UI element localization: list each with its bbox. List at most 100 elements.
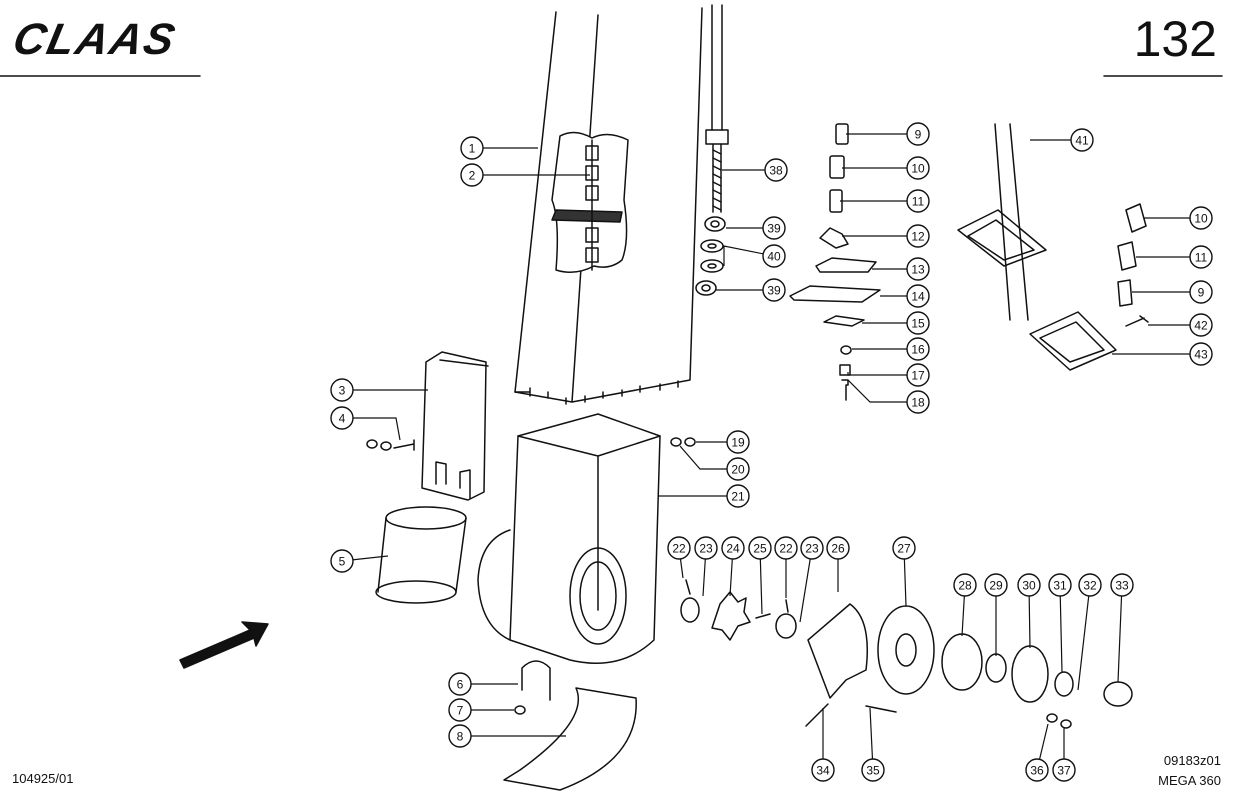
callout-number: 10 [911, 162, 925, 176]
nut-16 [840, 345, 852, 355]
callout-circle [1017, 573, 1041, 597]
callout-circle [1189, 206, 1213, 230]
callout-number: 39 [767, 222, 781, 236]
callout-31: 31 [1048, 573, 1072, 673]
bearing-23-b [775, 613, 797, 639]
callout-number: 37 [1057, 764, 1071, 778]
callout-3: 3 [330, 378, 428, 402]
callout-number: 19 [731, 436, 745, 450]
bearing-29 [985, 653, 1007, 683]
callout-number: 16 [911, 343, 925, 357]
callout-circle [726, 484, 750, 508]
callout-number: 12 [911, 230, 925, 244]
callout-25: 25 [748, 536, 772, 615]
callout-number: 22 [672, 542, 686, 556]
callout-number: 18 [911, 396, 925, 410]
callout-6: 6 [448, 672, 518, 696]
callout-28: 28 [953, 573, 977, 637]
chain-assembly-41 [957, 123, 1117, 371]
callout-number: 3 [339, 384, 346, 398]
callout-9: 9 [1132, 280, 1213, 304]
callout-leader-line [342, 417, 401, 441]
flange-30 [1011, 645, 1049, 703]
callout-number: 28 [958, 579, 972, 593]
callout-number: 21 [731, 490, 745, 504]
callout-number: 26 [831, 542, 845, 556]
nut-39-bottom [695, 280, 717, 296]
callout-circle [906, 189, 930, 213]
callout-39: 39 [716, 278, 786, 302]
callout-number: 42 [1194, 319, 1208, 333]
callout-leader-line [679, 445, 738, 470]
callout-43: 43 [1112, 342, 1213, 366]
callout-circle [800, 536, 824, 560]
callout-circle [1189, 342, 1213, 366]
callout-24: 24 [721, 536, 745, 597]
flange-27 [877, 605, 935, 695]
callout-circle [448, 672, 472, 696]
callout-number: 23 [699, 542, 713, 556]
nut-4 [366, 439, 378, 449]
callout-circle [1189, 313, 1213, 337]
callout-circle [460, 163, 484, 187]
callout-8: 8 [448, 724, 566, 748]
callout-circle [448, 698, 472, 722]
lower-housing-21 [477, 413, 661, 664]
callout-circle [906, 363, 930, 387]
callout-number: 9 [1198, 286, 1205, 300]
callout-26: 26 [826, 536, 850, 592]
callout-4: 4 [330, 406, 401, 441]
callout-circle [1189, 280, 1213, 304]
callout-13: 13 [872, 257, 930, 281]
page-number: 132 [1133, 11, 1217, 67]
callout-number: 32 [1083, 579, 1097, 593]
callout-29: 29 [984, 573, 1008, 656]
callout-number: 34 [816, 764, 830, 778]
callout-circle [748, 536, 772, 560]
callout-34: 34 [811, 708, 835, 782]
callout-9: 9 [846, 122, 930, 146]
chain-link-11-b [1117, 241, 1137, 271]
callout-number: 4 [339, 412, 346, 426]
callout-32: 32 [1077, 573, 1102, 691]
callout-circle [906, 311, 930, 335]
key-25 [755, 613, 771, 619]
callout-circle [762, 278, 786, 302]
nut-37 [1060, 719, 1072, 729]
callout-14: 14 [880, 284, 930, 308]
callout-number: 43 [1194, 348, 1208, 362]
callout-number: 13 [911, 263, 925, 277]
callout-42: 42 [1148, 313, 1213, 337]
callout-number: 39 [767, 284, 781, 298]
callout-number: 7 [457, 704, 464, 718]
callout-number: 14 [911, 290, 925, 304]
callout-33: 33 [1110, 573, 1134, 683]
connecting-link-12 [819, 227, 849, 249]
callout-39: 39 [726, 216, 786, 240]
callout-18: 18 [847, 379, 930, 414]
callout-22: 22 [667, 536, 691, 579]
bolt-18 [841, 379, 849, 401]
collar-31 [1054, 671, 1074, 697]
callout-circle [1025, 758, 1049, 782]
callout-circle [953, 573, 977, 597]
callout-number: 36 [1030, 764, 1044, 778]
sprocket-24 [711, 591, 751, 641]
chain-link-10 [829, 155, 845, 179]
callout-leader-line [799, 547, 813, 623]
spacer-17 [839, 364, 851, 376]
callout-number: 40 [767, 250, 781, 264]
callout-15: 15 [862, 311, 930, 335]
bearing-23 [680, 597, 700, 623]
washer-20 [670, 437, 682, 447]
callout-number: 27 [897, 542, 911, 556]
callout-circle [1189, 245, 1213, 269]
callout-40: 40 [723, 244, 786, 268]
callout-10: 10 [1144, 206, 1213, 230]
callout-number: 20 [731, 463, 745, 477]
callout-circle [726, 457, 750, 481]
plate-15 [823, 315, 865, 327]
callout-circle [906, 257, 930, 281]
callout-11: 11 [840, 189, 930, 213]
callout-circle [892, 536, 916, 560]
